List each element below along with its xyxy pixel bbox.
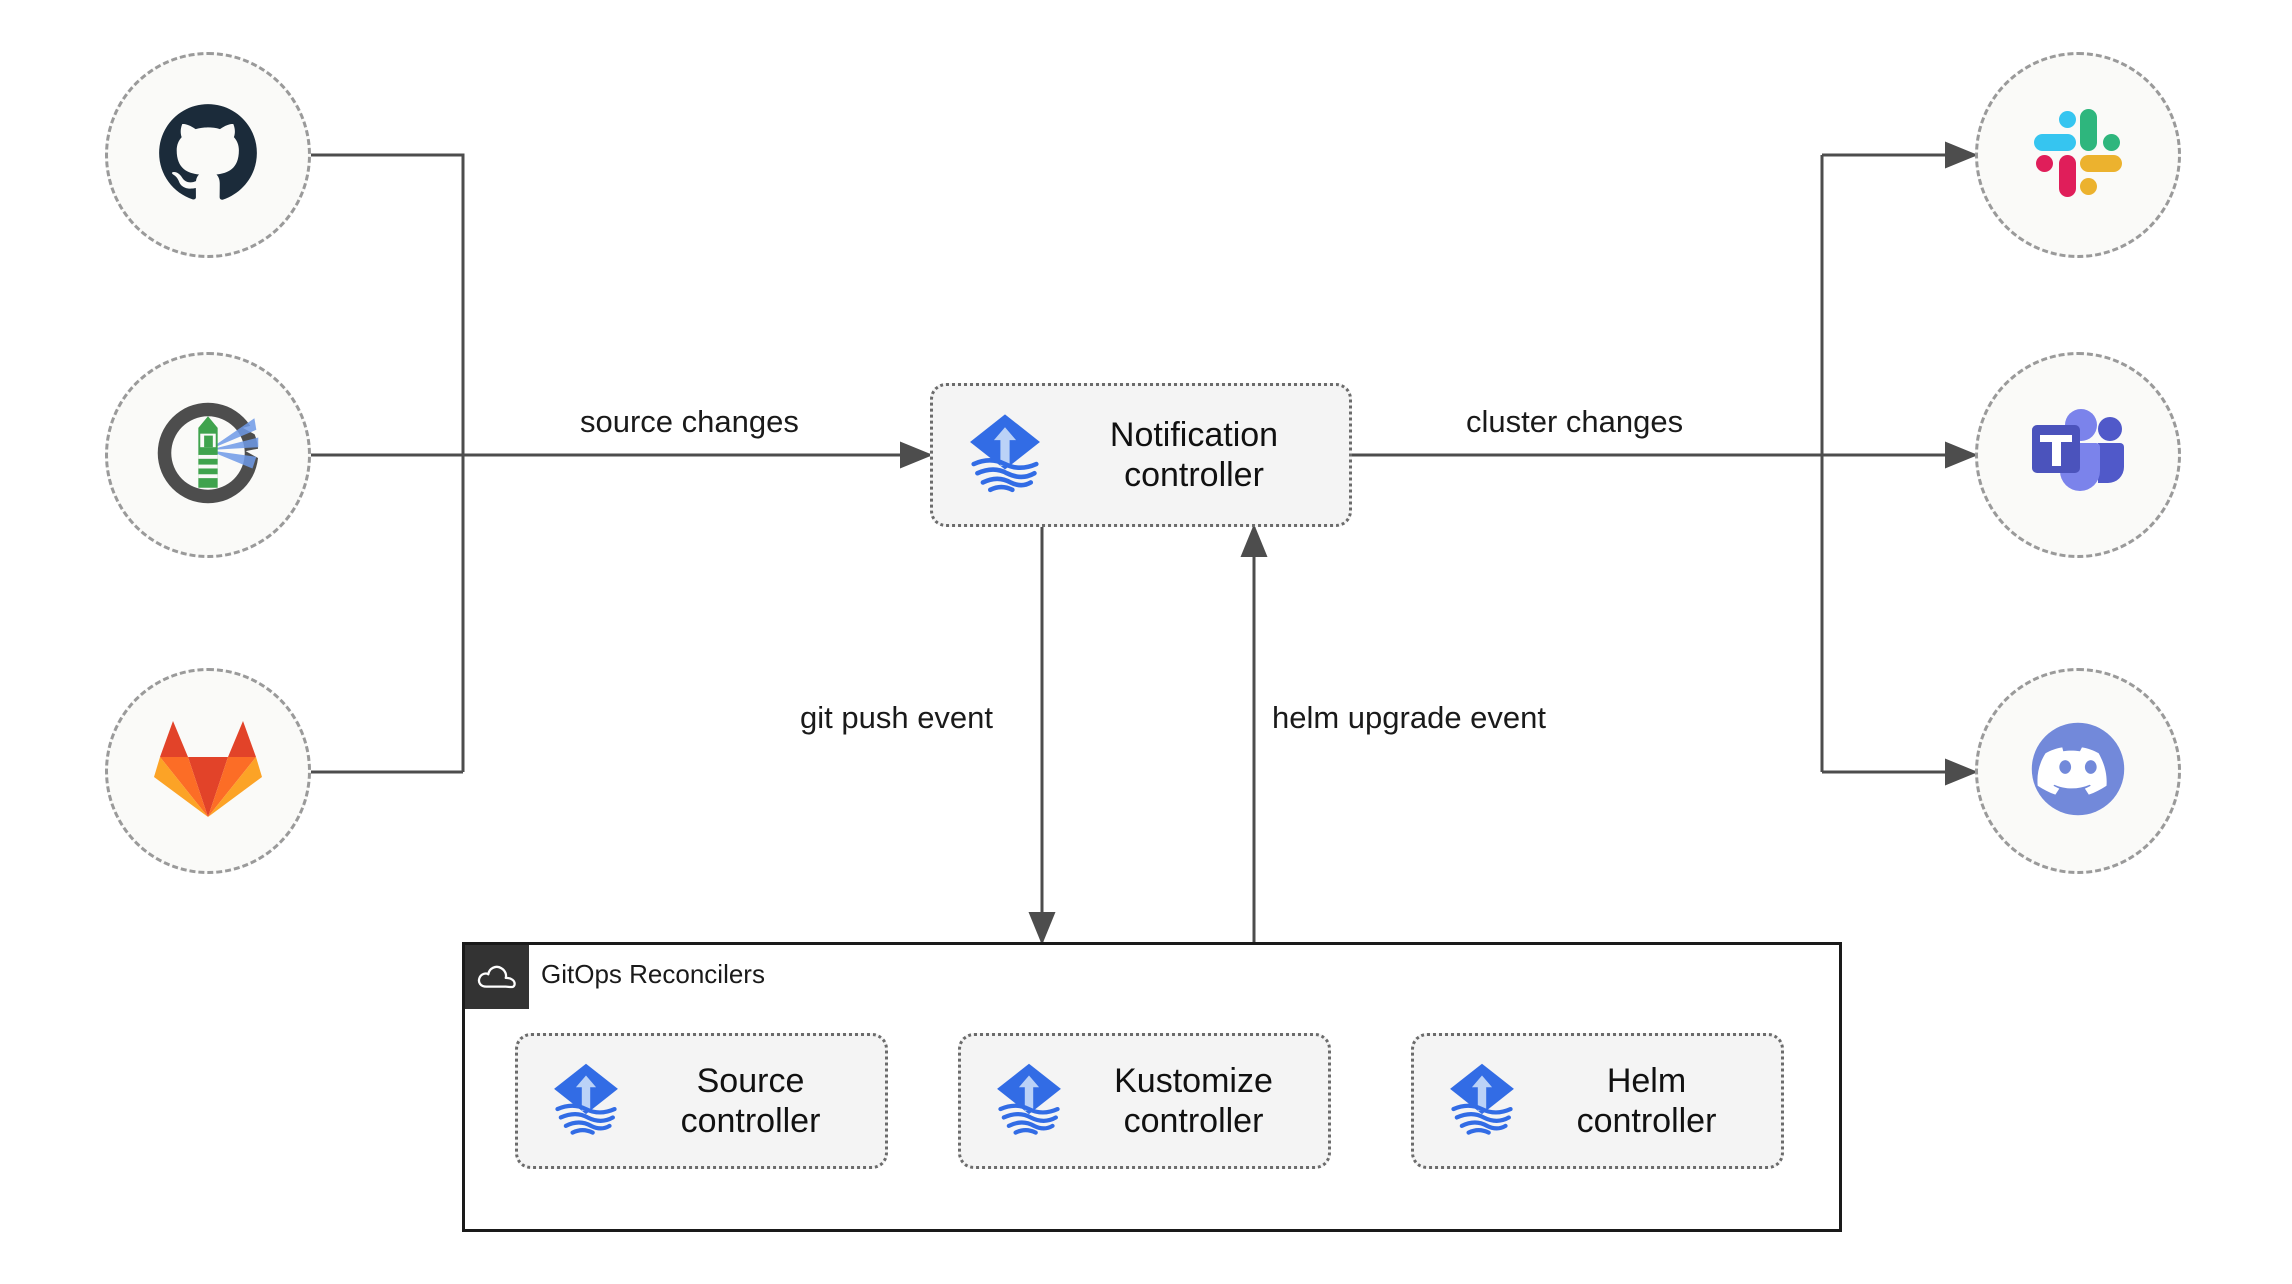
edge-label-source-changes: source changes xyxy=(580,404,799,439)
microsoft-teams-icon xyxy=(2024,403,2132,508)
flux-logo-icon xyxy=(959,407,1051,504)
destination-node-discord[interactable] xyxy=(1975,668,2181,874)
edge-notification-to-destinations xyxy=(1352,141,1978,786)
flux-logo-icon xyxy=(987,1057,1071,1146)
helm-controller-box[interactable]: Helm controller xyxy=(1411,1033,1784,1169)
discord-icon xyxy=(2019,710,2137,833)
github-icon xyxy=(156,101,260,210)
source-node-github[interactable] xyxy=(105,52,311,258)
source-controller-label: Source controller xyxy=(680,1061,821,1140)
notification-controller-label: Notification controller xyxy=(1109,415,1279,494)
flux-lighthouse-icon xyxy=(150,395,266,516)
source-node-flux[interactable] xyxy=(105,352,311,558)
flux-logo-icon xyxy=(544,1057,628,1146)
edge-sources-to-notification xyxy=(311,153,933,774)
edge-label-git-push-event: git push event xyxy=(800,700,994,735)
destination-node-teams[interactable] xyxy=(1975,352,2181,558)
gitlab-icon xyxy=(153,717,263,826)
container-title: GitOps Reconcilers xyxy=(541,959,765,989)
slack-icon xyxy=(2028,103,2128,208)
destination-node-slack[interactable] xyxy=(1975,52,2181,258)
edge-label-helm-upgrade-event: helm upgrade event xyxy=(1272,700,1547,735)
cloud-icon xyxy=(465,945,529,1009)
gitops-reconcilers-container: GitOps Reconcilers Source controller xyxy=(462,942,1842,1232)
source-controller-box[interactable]: Source controller xyxy=(515,1033,888,1169)
kustomize-controller-box[interactable]: Kustomize controller xyxy=(958,1033,1331,1169)
kustomize-controller-label: Kustomize controller xyxy=(1114,1061,1273,1140)
helm-controller-label: Helm controller xyxy=(1576,1061,1717,1140)
flux-logo-icon xyxy=(1440,1057,1524,1146)
edge-label-cluster-changes: cluster changes xyxy=(1466,404,1684,439)
notification-controller-box[interactable]: Notification controller xyxy=(930,383,1352,527)
source-node-gitlab[interactable] xyxy=(105,668,311,874)
